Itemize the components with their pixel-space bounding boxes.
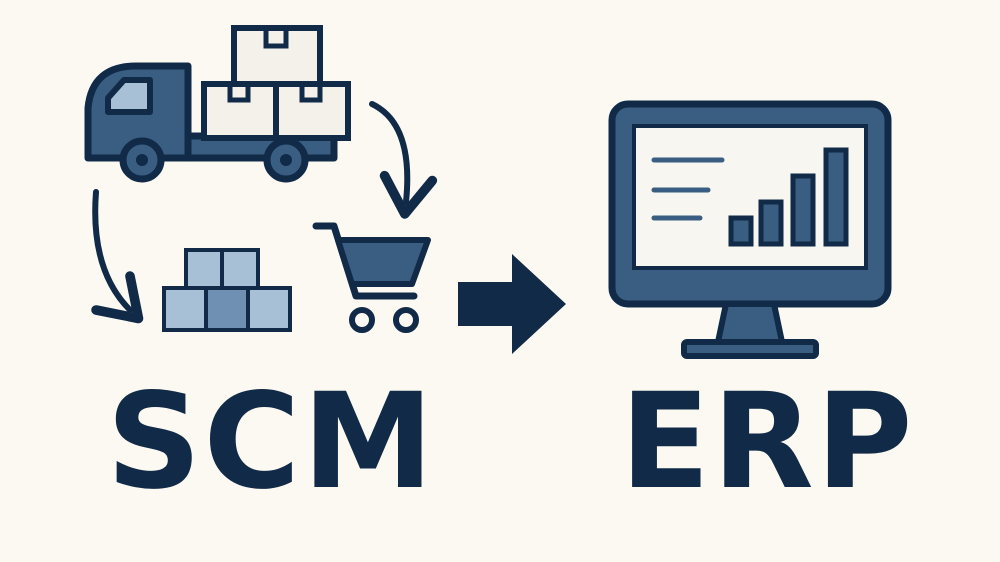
flow-arrow-to-cart	[369, 101, 438, 219]
flow-arrow-to-inventory	[91, 189, 144, 324]
erp-label: ERP	[620, 365, 915, 519]
bar-chart-icon	[728, 147, 849, 247]
inventory-blocks-icon	[162, 248, 292, 332]
arrow-right-icon	[458, 254, 566, 354]
scm-label: SCM	[106, 365, 436, 519]
truck-icon	[84, 62, 338, 183]
boxes-icon	[201, 25, 351, 141]
shopping-cart-icon	[312, 222, 431, 333]
screen-text-lines	[651, 157, 725, 221]
